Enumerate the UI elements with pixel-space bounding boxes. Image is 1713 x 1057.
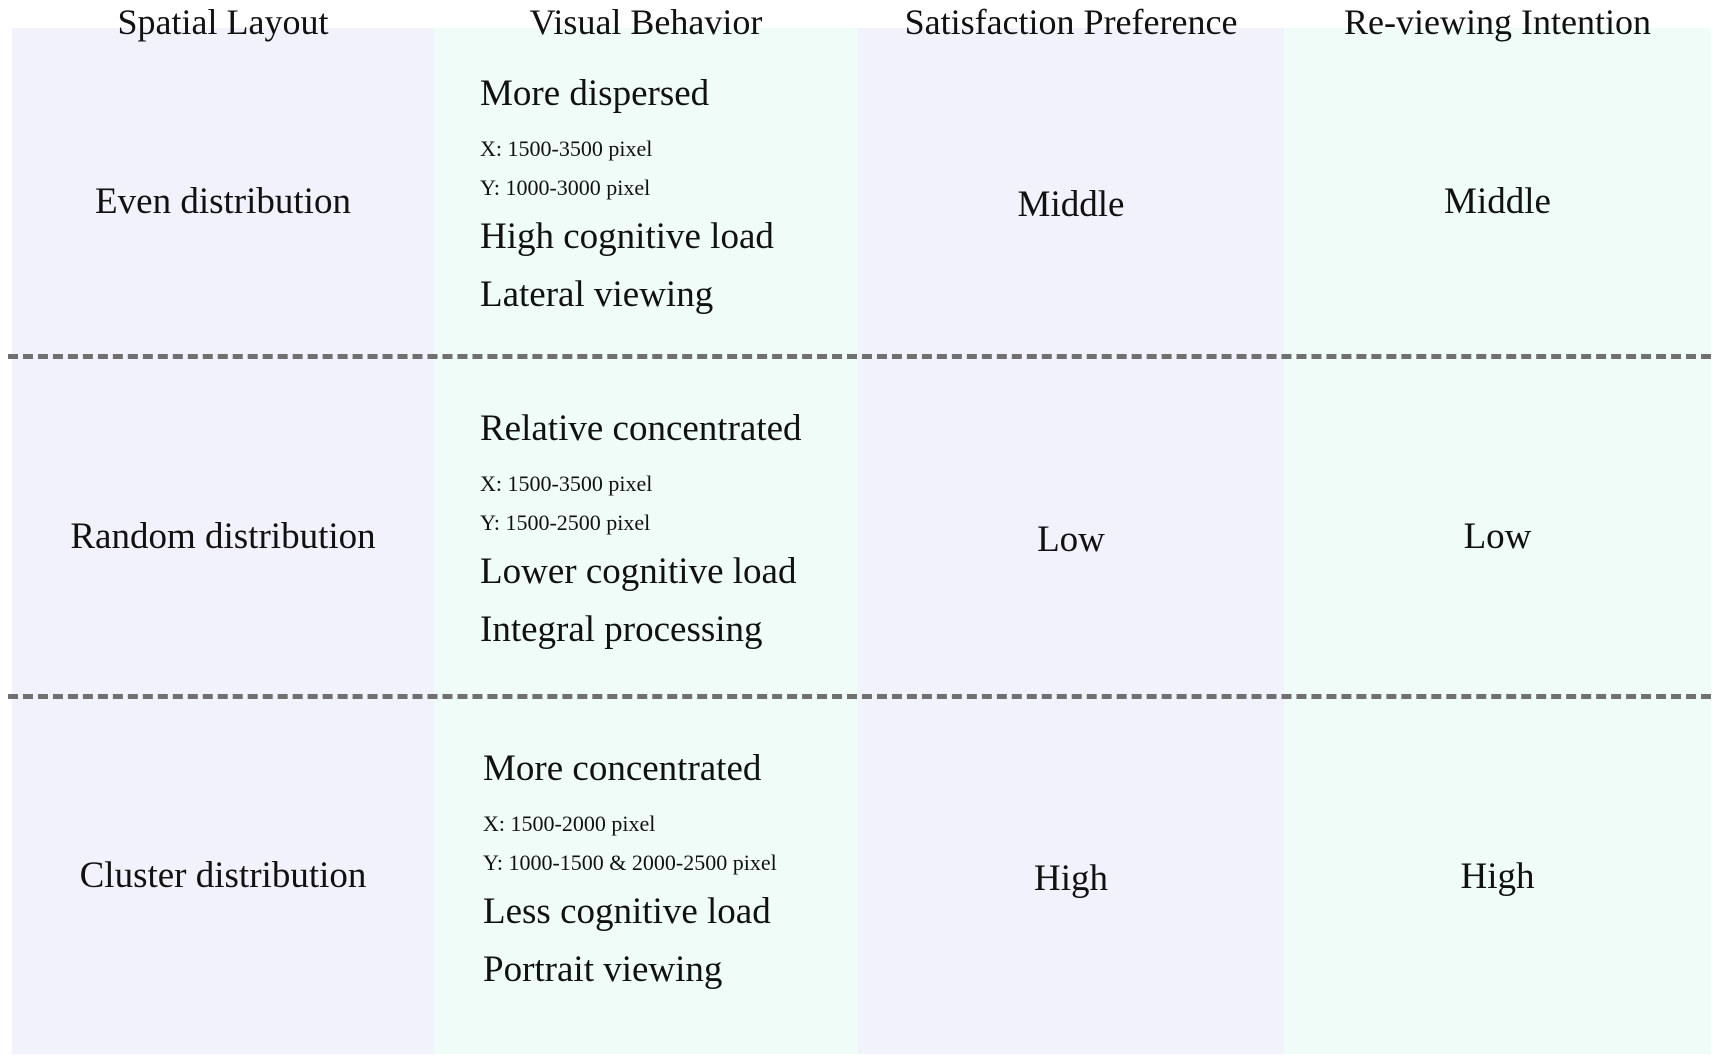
- behavior-viewing-mode: Portrait viewing: [483, 949, 723, 990]
- row-2-spatial-layout: Random distribution: [70, 516, 376, 557]
- behavior-x-range: X: 1500-3500 pixel: [480, 471, 653, 496]
- behavior-x-range: X: 1500-2000 pixel: [483, 811, 656, 836]
- behavior-x-range: X: 1500-3500 pixel: [480, 136, 653, 161]
- header-reviewing-intention: Re-viewing Intention: [1344, 2, 1651, 42]
- behavior-cognitive-load: Lower cognitive load: [480, 551, 797, 592]
- behavior-viewing-mode: Lateral viewing: [480, 274, 714, 315]
- row-2-reviewing: Low: [1463, 516, 1532, 557]
- behavior-gaze-spread: More dispersed: [480, 73, 710, 114]
- behavior-y-range: Y: 1500-2500 pixel: [480, 510, 651, 535]
- behavior-cognitive-load: Less cognitive load: [483, 891, 771, 932]
- row-1-satisfaction: Middle: [1017, 184, 1125, 225]
- row-3-visual-behavior: More concentrated X: 1500-2000 pixel Y: …: [483, 747, 853, 992]
- row-1-spatial-layout: Even distribution: [95, 181, 351, 222]
- column-background-visual-behavior: [434, 28, 858, 1054]
- row-2-visual-behavior: Relative concentrated X: 1500-3500 pixel…: [480, 407, 850, 652]
- behavior-y-range: Y: 1000-3000 pixel: [480, 175, 651, 200]
- row-1-visual-behavior: More dispersed X: 1500-3500 pixel Y: 100…: [480, 72, 850, 317]
- row-divider: [8, 694, 1711, 699]
- column-background-satisfaction: [858, 28, 1284, 1054]
- behavior-viewing-mode: Integral processing: [480, 609, 763, 650]
- row-3-reviewing: High: [1460, 856, 1535, 897]
- row-3-satisfaction: High: [1034, 858, 1108, 899]
- behavior-y-range: Y: 1000-1500 & 2000-2500 pixel: [483, 850, 777, 875]
- header-satisfaction-preference: Satisfaction Preference: [904, 2, 1238, 42]
- behavior-gaze-spread: More concentrated: [483, 748, 762, 789]
- row-2-satisfaction: Low: [1037, 519, 1105, 560]
- row-divider: [8, 354, 1711, 359]
- row-3-spatial-layout: Cluster distribution: [79, 855, 367, 896]
- column-background-reviewing: [1284, 28, 1711, 1054]
- behavior-cognitive-load: High cognitive load: [480, 216, 774, 257]
- row-1-reviewing: Middle: [1444, 181, 1551, 222]
- behavior-gaze-spread: Relative concentrated: [480, 408, 802, 449]
- header-visual-behavior: Visual Behavior: [529, 2, 763, 42]
- header-spatial-layout: Spatial Layout: [117, 2, 329, 42]
- column-background-spatial-layout: [12, 28, 434, 1054]
